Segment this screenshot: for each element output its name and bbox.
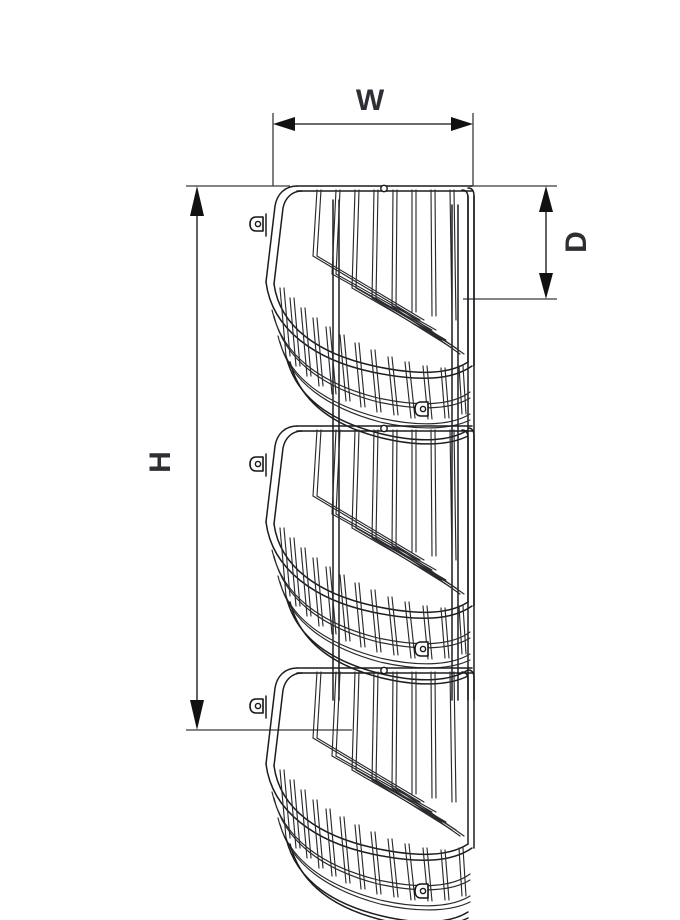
basket-middle <box>249 424 475 685</box>
width-arrow-left <box>273 117 295 131</box>
depth-arrow-bottom <box>539 273 553 299</box>
height-arrow-bottom <box>190 700 204 730</box>
height-label: H <box>144 451 177 473</box>
depth-label: D <box>560 231 593 253</box>
basket-bottom <box>249 666 475 920</box>
width-arrow-right <box>451 117 473 131</box>
dimension-height: H <box>144 185 352 731</box>
height-arrow-top <box>190 186 204 216</box>
width-label: W <box>356 84 385 117</box>
dimension-width: W <box>272 84 474 186</box>
dimension-depth: D <box>463 185 593 300</box>
depth-arrow-top <box>539 186 553 212</box>
basket-top <box>249 184 475 445</box>
